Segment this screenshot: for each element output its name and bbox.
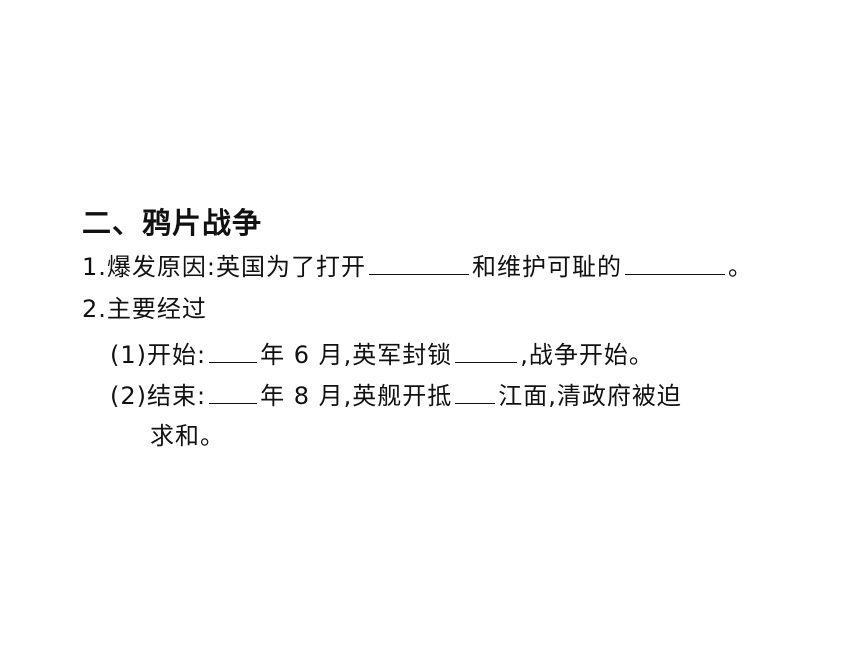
- start-year-suffix: 年 6 月,英军封锁: [260, 341, 453, 369]
- start-blockade-blank[interactable]: [455, 336, 518, 363]
- process-title: 2.主要经过: [82, 295, 207, 323]
- cause-suffix: 。: [727, 253, 753, 281]
- end-prefix: (2)结束:: [110, 382, 207, 410]
- cause-middle: 和维护可耻的: [471, 253, 622, 281]
- end-line: (2)结束: 年 8 月,英舰开抵 江面,清政府被迫: [110, 377, 682, 414]
- start-suffix: ,战争开始。: [520, 341, 654, 369]
- cause-blank-2[interactable]: [624, 248, 725, 275]
- cause-blank-1[interactable]: [368, 248, 469, 275]
- cause-prefix: 1.爆发原因:英国为了打开: [82, 253, 366, 281]
- start-prefix: (1)开始:: [110, 341, 207, 369]
- end-year-blank[interactable]: [209, 377, 258, 404]
- end-continuation: 求和。: [150, 422, 225, 450]
- end-year-suffix: 年 8 月,英舰开抵: [260, 382, 453, 410]
- end-suffix: 江面,清政府被迫: [498, 382, 682, 410]
- cause-line: 1.爆发原因:英国为了打开 和维护可耻的 。: [82, 248, 753, 285]
- start-line: (1)开始: 年 6 月,英军封锁 ,战争开始。: [110, 336, 654, 373]
- end-river-blank[interactable]: [455, 377, 496, 404]
- start-year-blank[interactable]: [209, 336, 258, 363]
- section-heading: 二、鸦片战争: [82, 206, 263, 240]
